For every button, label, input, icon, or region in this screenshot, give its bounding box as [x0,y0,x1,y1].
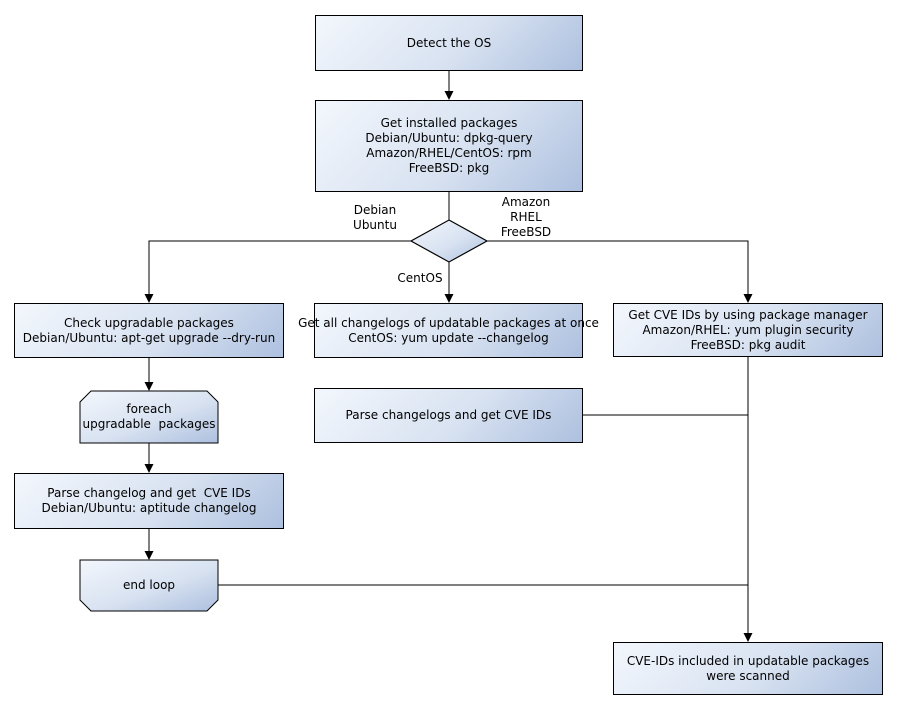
edge-label-amazon-rhel-freebsd: Amazon RHEL FreeBSD [491,195,561,240]
arrowhead-endloop [144,551,154,560]
loop-end-shape [79,559,219,612]
node-get-all-changelogs: Get all changelogs of updatable packages… [298,303,599,358]
node-parse-changelog-debian: Parse changelog and get CVE IDs Debian/U… [14,473,284,529]
edge-label-line: FreeBSD [500,225,552,239]
edge-decision-to-check [148,240,411,294]
edge-label-line: Debian [353,203,397,217]
edge-label-line: CentOS [397,271,443,285]
node-check-upgradable-packages: Check upgradable packages Debian/Ubuntu:… [14,303,284,358]
node-text-line: Get all changelogs of updatable packages… [298,315,599,330]
connector-lines [148,71,749,633]
node-text-line: CentOS: yum update --changelog [348,330,549,345]
edge-label-line: Amazon [501,195,551,209]
node-text-line: Get CVE IDs by using package manager [628,307,868,322]
edge-label-line: RHEL [510,210,542,224]
loop-begin-shape [79,390,219,444]
arrowhead-installed [444,91,454,100]
node-scan-result: CVE-IDs included in updatable packages w… [613,642,883,695]
edge-label-debian-ubuntu: Debian Ubuntu [340,203,410,233]
node-text-line: Parse changelog and get CVE IDs [47,486,251,500]
decision-diamond [409,219,489,263]
arrowhead-parsedeb [144,464,154,473]
node-get-cve-ids-package-manager: Get CVE IDs by using package manager Ama… [613,303,883,357]
edge-label-line: Ubuntu [353,218,397,232]
node-text-line: upgradable packages [82,417,216,431]
node-text-line: were scanned [706,668,790,683]
node-text-line: foreach [126,402,172,416]
node-get-installed-packages: Get installed packages Debian/Ubuntu: dp… [315,100,583,192]
arrowhead-getcve [743,294,753,303]
node-text-line: Debian/Ubuntu: dpkg-query [365,131,533,145]
node-text-line: end loop [122,577,176,592]
edge-decision-to-getcve [487,240,749,294]
node-text-line: Amazon/RHEL/CentOS: rpm [366,146,532,160]
arrowheads [144,91,753,642]
arrowhead-check [144,294,154,303]
arrowhead-foreach [144,382,154,391]
node-text-line: FreeBSD: pkg [408,161,490,175]
arrowhead-result [743,633,753,642]
arrowhead-getall [444,294,454,303]
loop-end-label: end loop [59,571,239,599]
node-text-line: Get installed packages [380,116,518,130]
node-text-line: Detect the OS [406,35,492,50]
node-text-line: FreeBSD: pkg audit [690,337,806,352]
node-parse-changelogs: Parse changelogs and get CVE IDs [314,388,583,443]
node-detect-os: Detect the OS [315,15,583,71]
loop-begin-label: foreach upgradable packages [59,396,239,438]
node-text-line: CVE-IDs included in updatable packages [626,653,870,668]
edge-label-centos: CentOS [385,271,455,286]
node-text-line: Parse changelogs and get CVE IDs [345,408,552,422]
node-text-line: Check upgradable packages [64,315,234,330]
node-text-line: Amazon/RHEL: yum plugin security [642,322,854,337]
node-text-line: Debian/Ubuntu: apt-get upgrade --dry-run [22,330,276,345]
node-text-line: Debian/Ubuntu: aptitude changelog [41,501,257,515]
